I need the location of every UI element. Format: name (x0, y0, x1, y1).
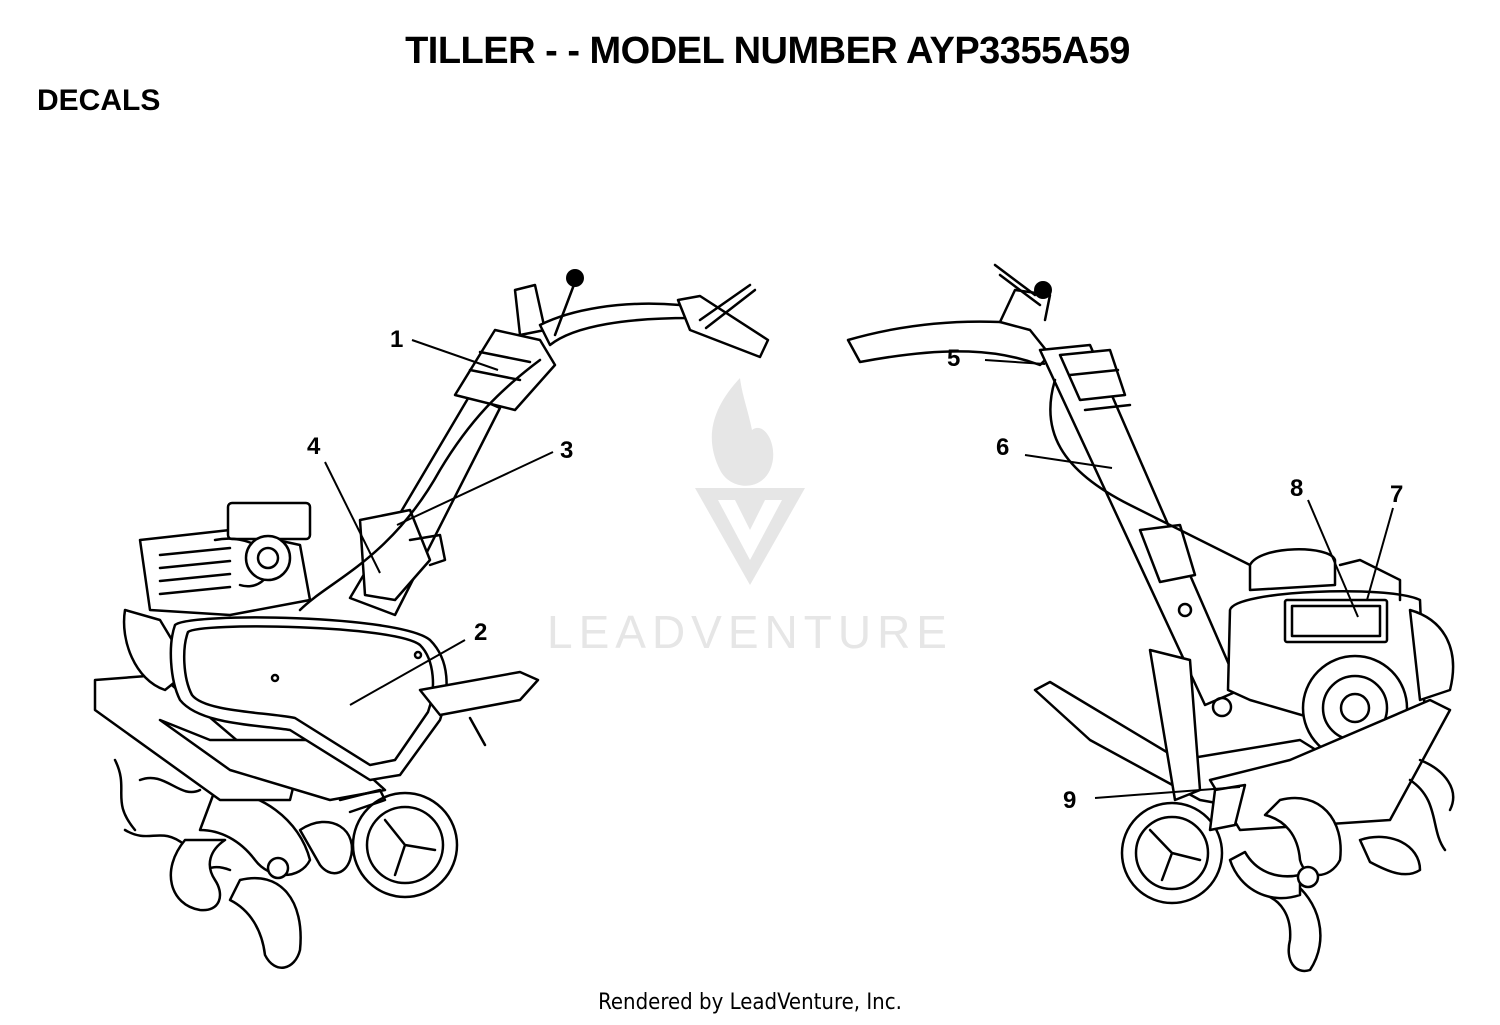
right-tiller-illustration (846, 263, 1455, 973)
callout-9: 9 (1063, 787, 1076, 814)
callout-1: 1 (390, 326, 403, 353)
leader-line-2 (349, 639, 466, 706)
page-title: TILLER - - MODEL NUMBER AYP3355A59 (405, 30, 1130, 72)
callout-6: 6 (996, 434, 1009, 461)
leader-line-3 (396, 451, 554, 526)
callout-7: 7 (1390, 481, 1403, 508)
callout-3: 3 (560, 437, 573, 464)
leader-line-6 (1024, 454, 1113, 469)
callout-2: 2 (474, 619, 487, 646)
callout-5: 5 (947, 345, 960, 372)
left-tiller-illustration (93, 269, 770, 969)
leader-line-5 (984, 359, 1046, 365)
callout-8: 8 (1290, 475, 1303, 502)
watermark-text: LEADVENTURE (547, 606, 953, 658)
footer-credit: Rendered by LeadVenture, Inc. (598, 990, 902, 1015)
leader-line-1 (411, 339, 499, 371)
leader-line-4 (324, 461, 381, 574)
leader-line-9 (1094, 786, 1241, 799)
section-label: DECALS (37, 84, 161, 117)
leader-line-8 (1307, 499, 1359, 618)
leader-line-7 (1366, 507, 1394, 601)
watermark-logo-icon (695, 378, 805, 585)
callout-4: 4 (307, 433, 321, 460)
